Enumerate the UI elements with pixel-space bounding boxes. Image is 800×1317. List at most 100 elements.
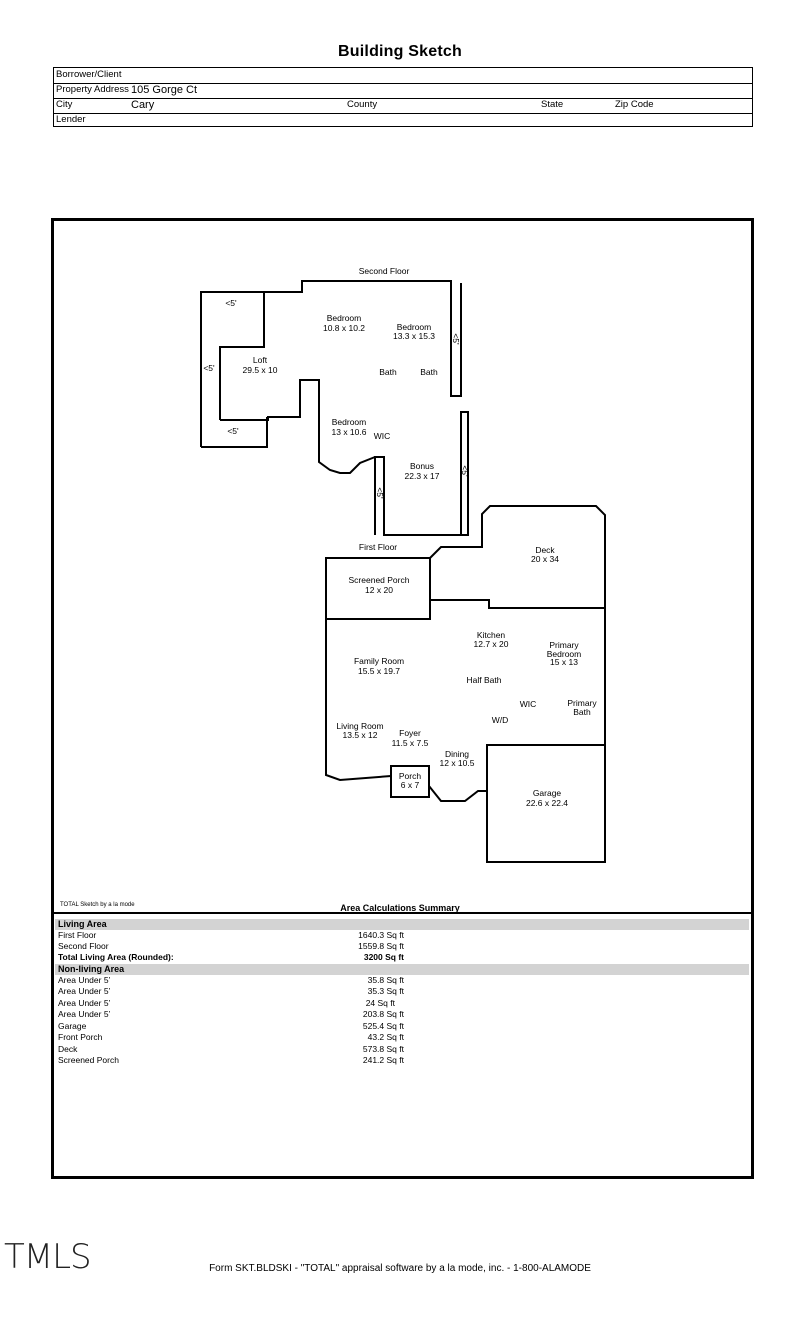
area-row: Area Under 5’ 35.3 Sq ft [58, 986, 478, 997]
area-row: Front Porch 43.2 Sq ft [58, 1032, 478, 1043]
porch-dim: 6 x 7 [401, 780, 420, 790]
area-label: Second Floor [58, 941, 109, 951]
area-value: 573.8 Sq ft [362, 1044, 404, 1054]
loft-dim: 29.5 x 10 [243, 365, 278, 375]
primary-bedroom-dim: 15 x 13 [550, 657, 578, 667]
garage-dim: 22.6 x 22.4 [526, 798, 568, 808]
kitchen-name: Kitchen [477, 630, 506, 640]
property-value: 105 Gorge Ct [131, 84, 198, 96]
bedroom1-dim: 10.8 x 10.2 [323, 323, 365, 333]
primary-bedroom-l2: Bedroom [547, 649, 582, 659]
area-summary-title: Area Calculations Summary [340, 903, 460, 913]
area-row: First Floor 1640.3 Sq ft [58, 930, 478, 941]
tmls-logo: TMLS [4, 1237, 92, 1277]
city-value: Cary [131, 99, 155, 111]
area-row: Deck 573.8 Sq ft [58, 1044, 478, 1055]
area-value: 1559.8 Sq ft [358, 941, 404, 951]
foyer-dim: 11.5 x 7.5 [392, 738, 429, 748]
loft-name: Loft [253, 355, 268, 365]
primary-bath-l1: Primary [567, 698, 597, 708]
area-value: 24 Sq ft [365, 998, 395, 1008]
under5-label-5: <5' [460, 465, 470, 477]
bonus-name: Bonus [410, 461, 434, 471]
area-label: Screened Porch [58, 1055, 119, 1065]
lender-row: Lender [54, 113, 752, 128]
non-living-header: Non-living Area [55, 964, 749, 975]
under5-label-1: <5' [225, 298, 237, 308]
under5-label-4: <5' [451, 333, 461, 345]
area-value: 203.8 Sq ft [362, 1009, 404, 1019]
screened-porch-name: Screened Porch [349, 575, 410, 585]
screened-porch-dim: 12 x 20 [365, 585, 393, 595]
porch-name: Porch [399, 771, 421, 781]
bedroom2-name: Bedroom [397, 322, 432, 332]
area-value: 35.3 Sq ft [367, 986, 404, 996]
under5-label-2: <5' [203, 363, 215, 373]
bonus-dim: 22.3 x 17 [405, 471, 440, 481]
lender-label: Lender [56, 114, 86, 125]
second-floor-label: Second Floor [359, 266, 410, 276]
area-row: Second Floor 1559.8 Sq ft [58, 941, 478, 952]
floor-plan: Second Floor <5' <5' <5' <5' <5' <5' Bed… [200, 266, 606, 863]
area-value: 35.8 Sq ft [367, 975, 404, 985]
foyer-name: Foyer [399, 728, 421, 738]
area-label: Area Under 5’ [58, 975, 111, 985]
bedroom3-dim: 13 x 10.6 [332, 427, 367, 437]
area-label: Area Under 5’ [58, 986, 111, 996]
half-bath-label: Half Bath [467, 675, 502, 685]
area-row: Area Under 5’ 203.8 Sq ft [58, 1009, 478, 1020]
property-label: Property Address [56, 84, 129, 95]
page-title: Building Sketch [338, 43, 462, 60]
state-label: State [541, 99, 564, 110]
area-label: Front Porch [58, 1032, 103, 1042]
primary-bedroom-l1: Primary [549, 640, 579, 650]
dining-name: Dining [445, 749, 469, 759]
dining-dim: 12 x 10.5 [440, 758, 475, 768]
summary-divider [53, 912, 751, 914]
borrower-label: Borrower/Client [56, 69, 122, 80]
living-room-dim: 13.5 x 12 [343, 730, 378, 740]
area-value: 241.2 Sq ft [362, 1055, 404, 1065]
bedroom3-name: Bedroom [332, 417, 367, 427]
kitchen-dim: 12.7 x 20 [474, 639, 509, 649]
area-label: Area Under 5’ [58, 998, 111, 1008]
wd-label: W/D [492, 715, 509, 725]
area-row: Area Under 5’ 35.8 Sq ft [58, 975, 478, 986]
area-label: Garage [58, 1021, 87, 1031]
header-table: Borrower/Client Property Address 105 Gor… [53, 67, 753, 127]
form-footer: Form SKT.BLDSKI - "TOTAL" appraisal soft… [209, 1263, 591, 1274]
area-value: 525.4 Sq ft [362, 1021, 404, 1031]
bath2-label: Bath [420, 367, 438, 377]
sketch-frame [51, 218, 754, 1179]
area-label: First Floor [58, 930, 97, 940]
first-floor-label: First Floor [359, 542, 397, 552]
area-row: Garage 525.4 Sq ft [58, 1021, 478, 1032]
living-room-name: Living Room [336, 721, 383, 731]
city-label: City [56, 99, 73, 110]
family-room-name: Family Room [354, 656, 404, 666]
area-value: 1640.3 Sq ft [358, 930, 404, 940]
second-floor-walls [200, 280, 469, 536]
bedroom2-dim: 13.3 x 15.3 [393, 331, 435, 341]
area-label: Deck [58, 1044, 78, 1054]
area-label: Area Under 5’ [58, 1009, 111, 1019]
area-value: 43.2 Sq ft [367, 1032, 404, 1042]
city-row: City Cary County State Zip Code [54, 98, 752, 114]
garage-name: Garage [533, 788, 562, 798]
wic1-label: WIC [520, 699, 537, 709]
area-row: Area Under 5’ 24 Sq ft [58, 998, 478, 1009]
wic2-label: WIC [374, 431, 391, 441]
bath1-label: Bath [379, 367, 397, 377]
under5-label-3: <5' [227, 426, 239, 436]
total-living-row: Total Living Area (Rounded): 3200 Sq ft [58, 952, 478, 963]
total-value: 3200 Sq ft [363, 952, 404, 962]
living-area-header: Living Area [55, 919, 749, 930]
bedroom1-name: Bedroom [327, 313, 362, 323]
primary-bath-l2: Bath [573, 707, 591, 717]
property-row: Property Address 105 Gorge Ct [54, 83, 752, 99]
deck-name: Deck [535, 545, 555, 555]
total-label: Total Living Area (Rounded): [58, 952, 174, 962]
borrower-row: Borrower/Client [54, 68, 752, 84]
under5-label-6: <5' [375, 487, 385, 499]
sketch-credit: TOTAL Sketch by a la mode [60, 902, 135, 908]
